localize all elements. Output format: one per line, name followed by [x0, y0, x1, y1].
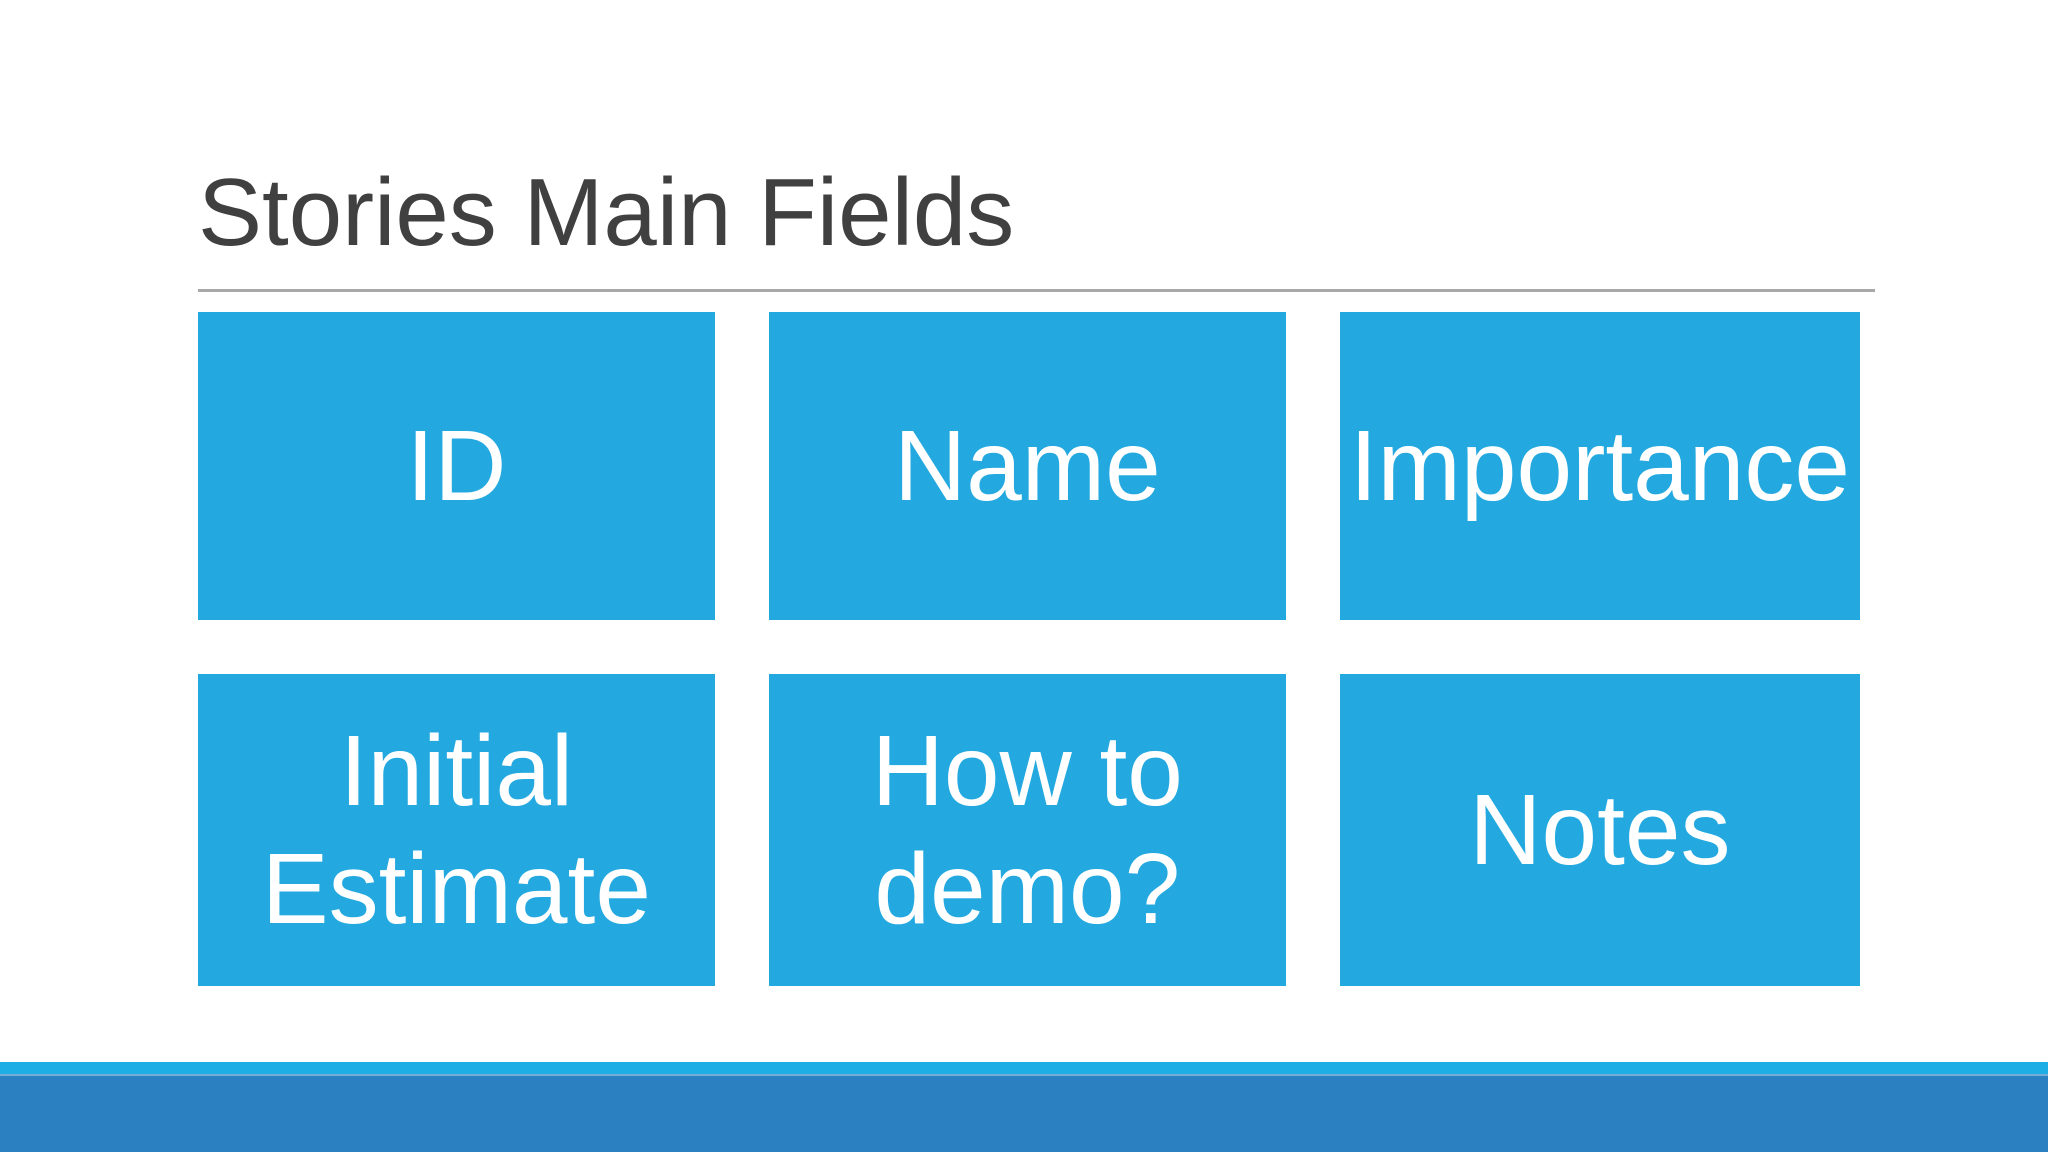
field-box-label: Initial Estimate: [261, 715, 651, 945]
field-box-how-to-demo: How to demo?: [768, 674, 1286, 986]
title-divider: [198, 289, 1875, 292]
fields-grid: ID Name Importance Initial Estimate How …: [198, 312, 1860, 986]
footer-band: [0, 1074, 2048, 1152]
field-box-label: How to demo?: [871, 715, 1183, 945]
field-box-id: ID: [198, 312, 715, 620]
slide-title: Stories Main Fields: [198, 159, 1015, 266]
footer-accent-strip: [0, 1062, 2048, 1074]
field-box-name: Name: [768, 312, 1286, 620]
field-box-notes: Notes: [1339, 674, 1860, 986]
field-box-label: Notes: [1469, 774, 1731, 886]
field-box-initial-estimate: Initial Estimate: [198, 674, 715, 986]
field-box-label: Name: [893, 410, 1161, 522]
field-box-importance: Importance: [1339, 312, 1860, 620]
field-box-label: ID: [406, 410, 507, 522]
field-box-label: Importance: [1349, 410, 1850, 522]
